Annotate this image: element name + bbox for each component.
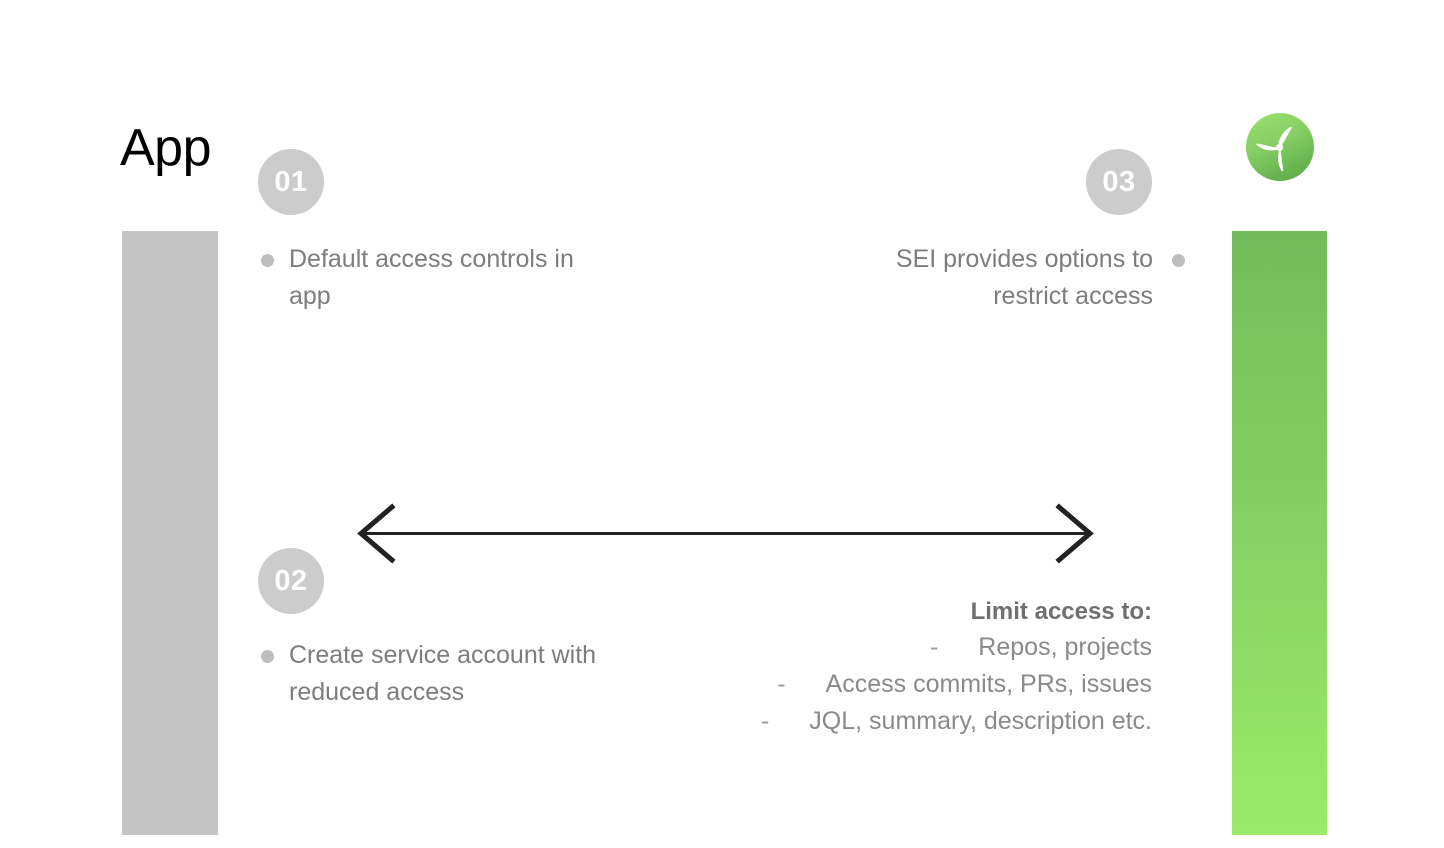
bullet-dot-icon-01 xyxy=(261,254,274,267)
list-dash-icon: - xyxy=(929,633,939,661)
list-dash-icon: - xyxy=(760,707,770,735)
list-dash-icon: - xyxy=(777,670,786,698)
step-text-02: Create service account with reduced acce… xyxy=(289,641,597,706)
step-text-01: Default access controls in app xyxy=(289,245,574,310)
right-green-bar xyxy=(1232,231,1327,835)
limit-access-item-label: Access commits, PRs, issues xyxy=(825,670,1152,698)
limit-access-item-label: JQL, summary, description etc. xyxy=(809,707,1152,735)
step-badge-03: 03 xyxy=(1086,149,1152,215)
limit-access-item-label: Repos, projects xyxy=(978,633,1152,661)
page-title: App xyxy=(120,119,212,177)
step-badge-01: 01 xyxy=(258,149,324,215)
bullet-dot-icon-02 xyxy=(261,650,274,663)
step-text-03: SEI provides options to restrict access xyxy=(895,245,1153,310)
limit-access-block: Limit access to: - Repos, projects - Acc… xyxy=(600,595,1152,740)
propeller-logo-icon xyxy=(1245,112,1315,182)
limit-access-item: - Repos, projects xyxy=(600,629,1152,666)
step-badge-02: 02 xyxy=(258,548,324,614)
limit-access-item: - Access commits, PRs, issues xyxy=(600,666,1152,703)
double-headed-arrow-icon xyxy=(350,500,1100,568)
limit-access-heading: Limit access to: xyxy=(970,598,1152,625)
left-gray-bar xyxy=(122,231,218,835)
bullet-dot-icon-03 xyxy=(1172,254,1185,267)
limit-access-item: - JQL, summary, description etc. xyxy=(600,703,1152,740)
